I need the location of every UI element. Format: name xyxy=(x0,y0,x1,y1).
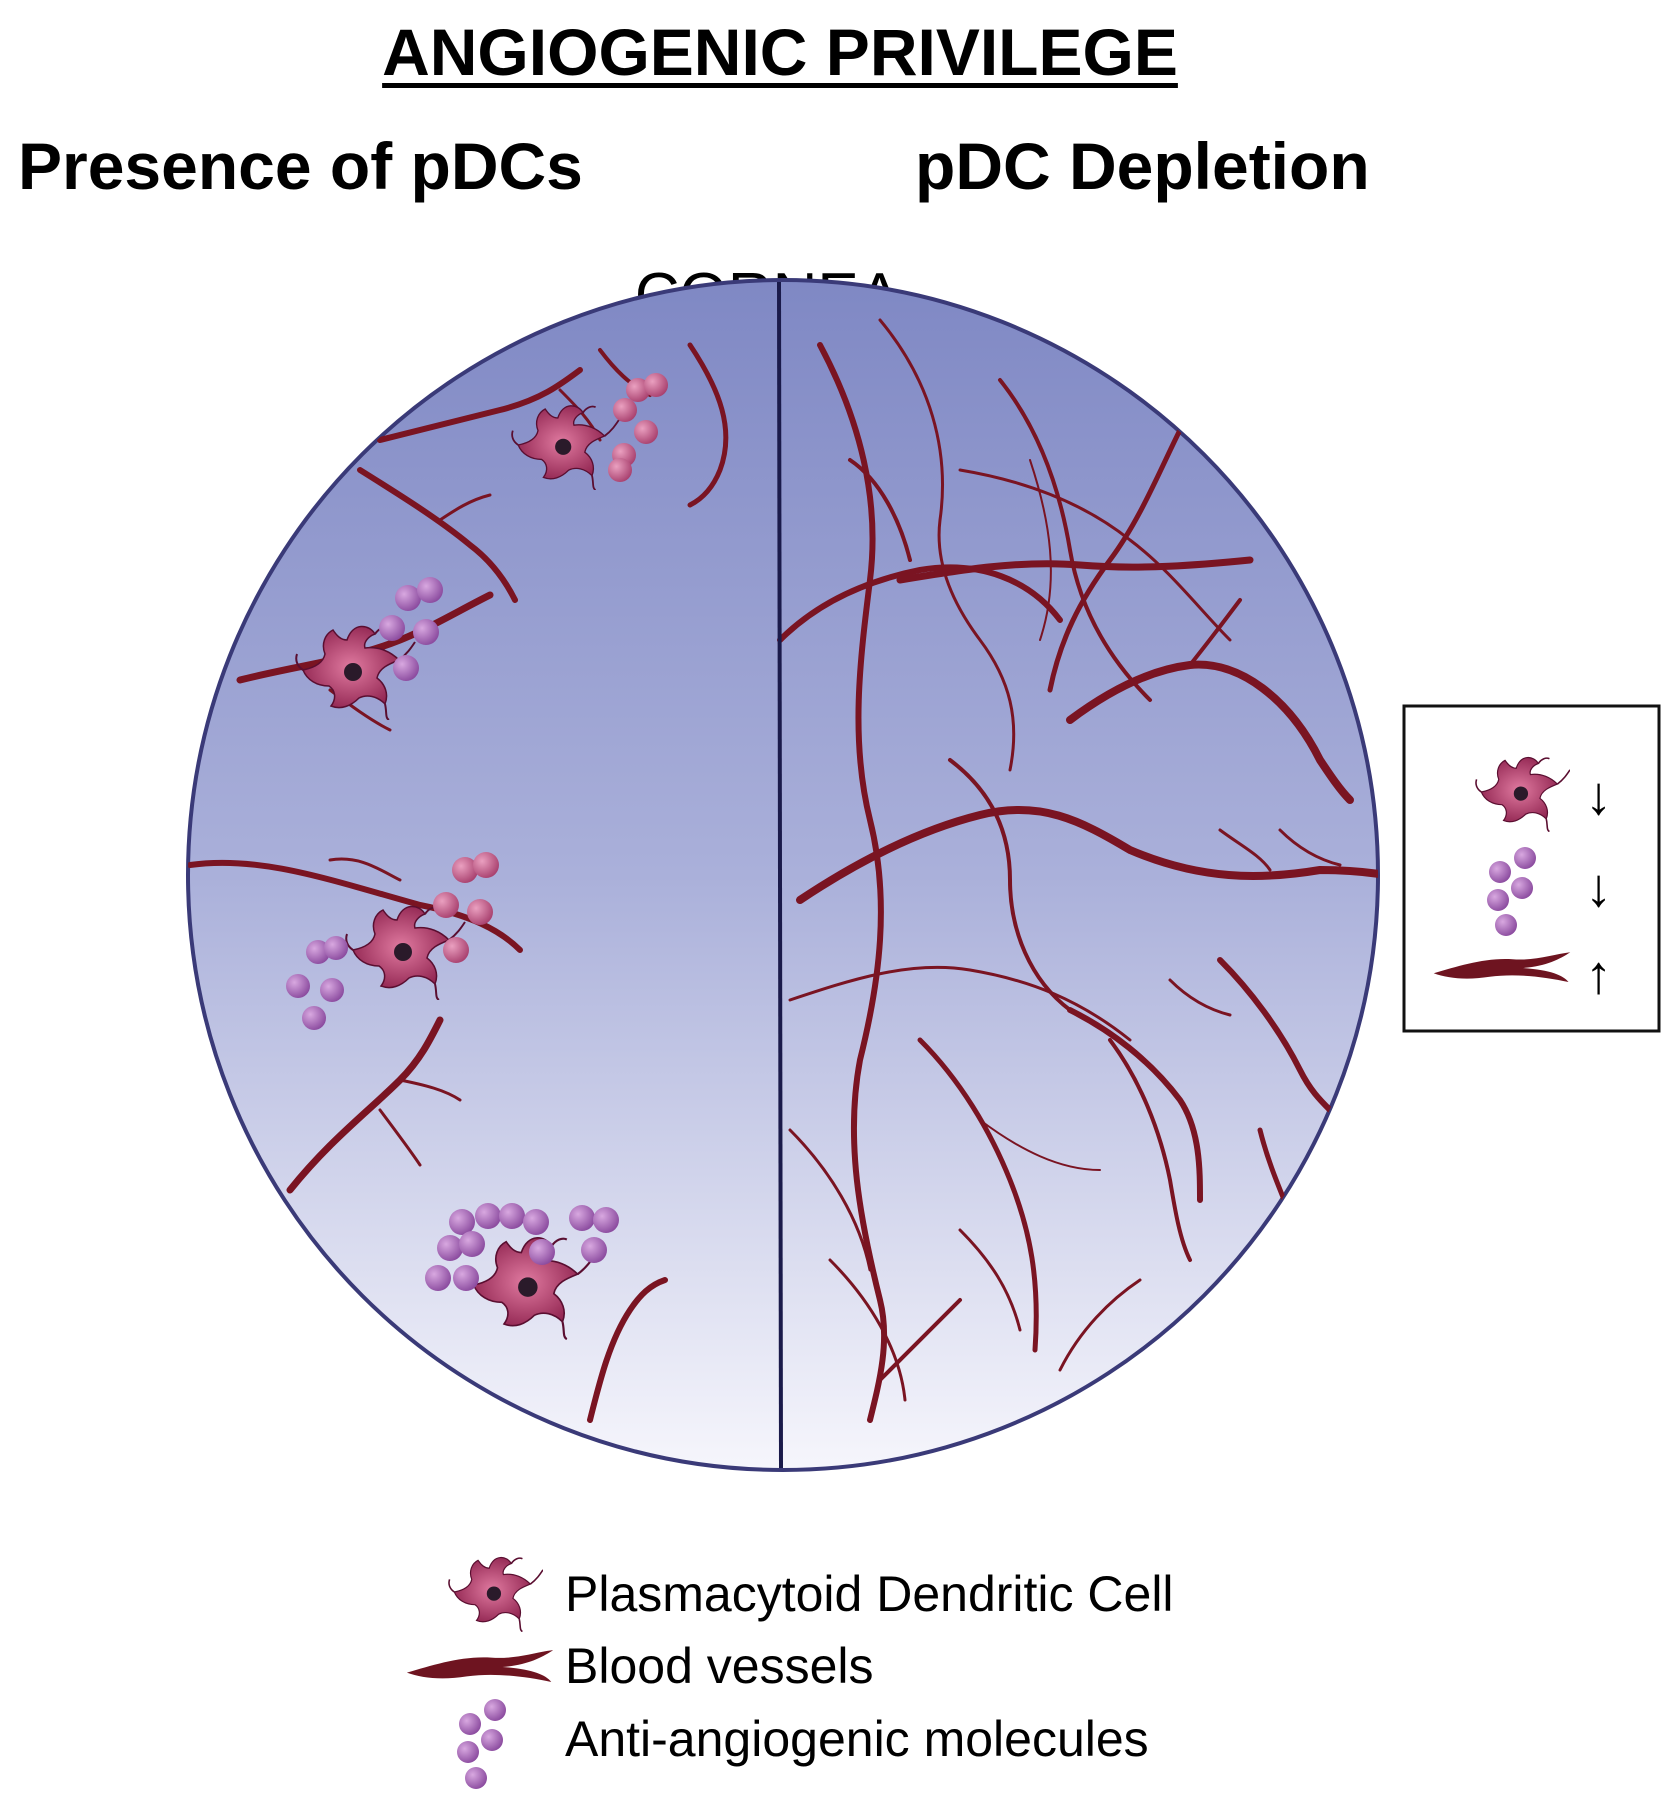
center-divider xyxy=(777,281,783,1469)
legend-label-molecules: Anti-angiogenic molecules xyxy=(565,1711,1149,1767)
anti-angiogenic-molecule xyxy=(499,1203,525,1229)
anti-angiogenic-molecule xyxy=(608,458,632,482)
legend-blood-vessel-icon xyxy=(406,1650,554,1682)
anti-angiogenic-molecule xyxy=(453,1265,479,1291)
anti-angiogenic-molecule xyxy=(452,857,478,883)
anti-angiogenic-molecule xyxy=(306,940,330,964)
anti-angiogenic-molecule xyxy=(473,852,499,878)
anti-angiogenic-molecule xyxy=(395,585,421,611)
left-panel-label: Presence of pDCs xyxy=(18,129,583,203)
anti-angiogenic-molecule xyxy=(324,936,348,960)
anti-angiogenic-molecule xyxy=(467,899,493,925)
anti-angiogenic-molecule xyxy=(459,1231,485,1257)
anti-angiogenic-molecule xyxy=(379,615,405,641)
pdc-cluster-1 xyxy=(511,373,668,490)
legend-icons xyxy=(406,1556,554,1789)
summary-box xyxy=(1402,704,1661,1033)
anti-angiogenic-molecule xyxy=(393,655,419,681)
anti-angiogenic-molecule xyxy=(302,1006,326,1030)
summary-box-frame xyxy=(1402,704,1661,1033)
diagram-title: ANGIOGENIC PRIVILEGE xyxy=(382,15,1178,89)
anti-angiogenic-molecule xyxy=(413,619,439,645)
anti-angiogenic-molecule xyxy=(634,420,658,444)
molecules-icon xyxy=(1514,847,1536,869)
pdc-cluster-3 xyxy=(286,852,499,1030)
legend-molecules-icon xyxy=(484,1699,506,1721)
anti-angiogenic-molecule xyxy=(529,1239,555,1265)
anti-angiogenic-molecule xyxy=(417,577,443,603)
anti-angiogenic-molecule xyxy=(449,1209,475,1235)
legend-dendritic-cell-icon xyxy=(448,1556,543,1632)
anti-angiogenic-molecule xyxy=(569,1205,595,1231)
summary-arrow-cells: ↓ xyxy=(1585,766,1612,826)
right-panel-label: pDC Depletion xyxy=(915,129,1370,203)
anti-angiogenic-molecule xyxy=(443,937,469,963)
anti-angiogenic-molecule xyxy=(437,1235,463,1261)
anti-angiogenic-molecule xyxy=(475,1203,501,1229)
legend-label-pdc: Plasmacytoid Dendritic Cell xyxy=(565,1566,1174,1622)
summary-arrow-molecules: ↓ xyxy=(1585,858,1612,918)
pdc-cluster-4 xyxy=(425,1203,619,1340)
anti-angiogenic-molecule xyxy=(425,1265,451,1291)
anti-angiogenic-molecule xyxy=(320,978,344,1002)
summary-arrow-vessels: ↑ xyxy=(1585,945,1612,1005)
legend-label-vessels: Blood vessels xyxy=(565,1638,874,1694)
anti-angiogenic-molecule xyxy=(433,892,459,918)
anti-angiogenic-molecule xyxy=(581,1237,607,1263)
anti-angiogenic-molecule xyxy=(593,1207,619,1233)
anti-angiogenic-molecule xyxy=(286,974,310,998)
anti-angiogenic-molecule xyxy=(523,1209,549,1235)
anti-angiogenic-molecule xyxy=(626,378,650,402)
anti-angiogenic-molecule xyxy=(613,398,637,422)
pdc-cluster-2 xyxy=(295,577,443,720)
anti-angiogenic-molecule xyxy=(644,373,668,397)
blood-vessels-right xyxy=(777,318,1378,1423)
